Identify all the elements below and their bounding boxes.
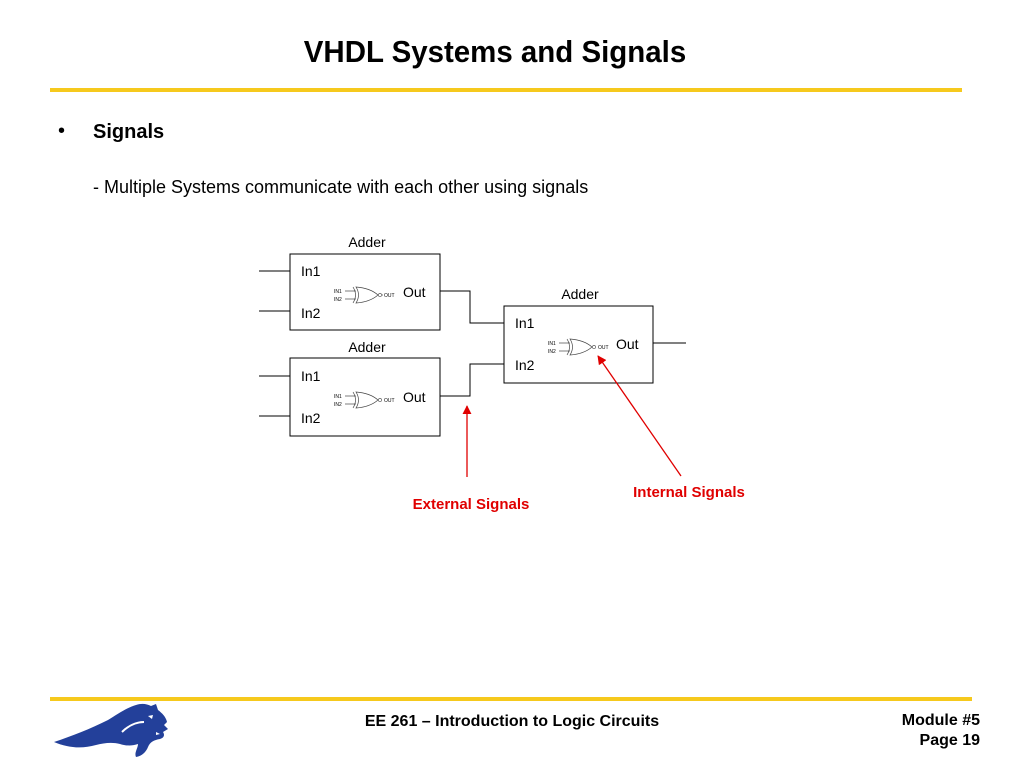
adder-3-in2-label: In2 bbox=[515, 357, 535, 373]
svg-text:IN2: IN2 bbox=[334, 297, 342, 303]
adder-1-name: Adder bbox=[348, 234, 386, 250]
adder-2-in2-label: In2 bbox=[301, 410, 321, 426]
footer-module: Module #5 bbox=[901, 712, 980, 729]
adder-block-1: Adder In1 In2 Out IN1 IN2 OUT bbox=[259, 234, 441, 331]
svg-text:OUT: OUT bbox=[384, 293, 395, 299]
xor-gate-icon: IN1 IN2 OUT bbox=[334, 286, 395, 304]
bottom-divider bbox=[50, 697, 972, 701]
svg-text:IN1: IN1 bbox=[548, 341, 556, 347]
svg-text:IN1: IN1 bbox=[334, 289, 342, 295]
internal-signals-arrow bbox=[597, 355, 682, 477]
svg-text:OUT: OUT bbox=[384, 398, 395, 404]
footer-page-info: Module #5 Page 19 bbox=[902, 711, 980, 751]
adder-3-name: Adder bbox=[561, 286, 599, 302]
slide-title: VHDL Systems and Signals bbox=[303, 34, 687, 69]
svg-text:IN2: IN2 bbox=[548, 349, 556, 355]
footer-course-title: EE 261 – Introduction to Logic Circuits bbox=[364, 713, 660, 730]
footer-page-number: Page 19 bbox=[919, 732, 980, 749]
adder-3-out-label: Out bbox=[616, 336, 639, 352]
adder-3-in1-label: In1 bbox=[515, 315, 535, 331]
adder-2-in1-label: In1 bbox=[301, 368, 321, 384]
xor-gate-icon: IN1 IN2 OUT bbox=[548, 338, 609, 356]
adder-block-3: Adder In1 In2 Out IN1 IN2 OUT bbox=[503, 286, 686, 384]
adder-2-name: Adder bbox=[348, 339, 386, 355]
svg-text:IN1: IN1 bbox=[334, 394, 342, 400]
wildcat-logo-icon bbox=[54, 703, 168, 757]
xor-gate-icon: IN1 IN2 OUT bbox=[334, 391, 395, 409]
internal-wire-2 bbox=[440, 363, 504, 397]
internal-signals-label: Internal Signals bbox=[633, 484, 745, 501]
adder-block-2: Adder In1 In2 Out IN1 IN2 OUT bbox=[259, 339, 441, 437]
bullet-subtext: - Multiple Systems communicate with each… bbox=[93, 177, 589, 197]
internal-wire-1 bbox=[440, 290, 504, 324]
adder-1-in1-label: In1 bbox=[301, 263, 321, 279]
svg-text:OUT: OUT bbox=[598, 345, 609, 351]
adder-2-out-label: Out bbox=[403, 389, 426, 405]
bullet-heading: Signals bbox=[93, 121, 165, 143]
adder-1-out-label: Out bbox=[403, 284, 426, 300]
external-signals-label: External Signals bbox=[413, 496, 530, 513]
bullet-marker: • bbox=[58, 120, 66, 142]
svg-text:IN2: IN2 bbox=[334, 402, 342, 408]
adder-1-in2-label: In2 bbox=[301, 305, 321, 321]
top-divider bbox=[50, 88, 962, 92]
